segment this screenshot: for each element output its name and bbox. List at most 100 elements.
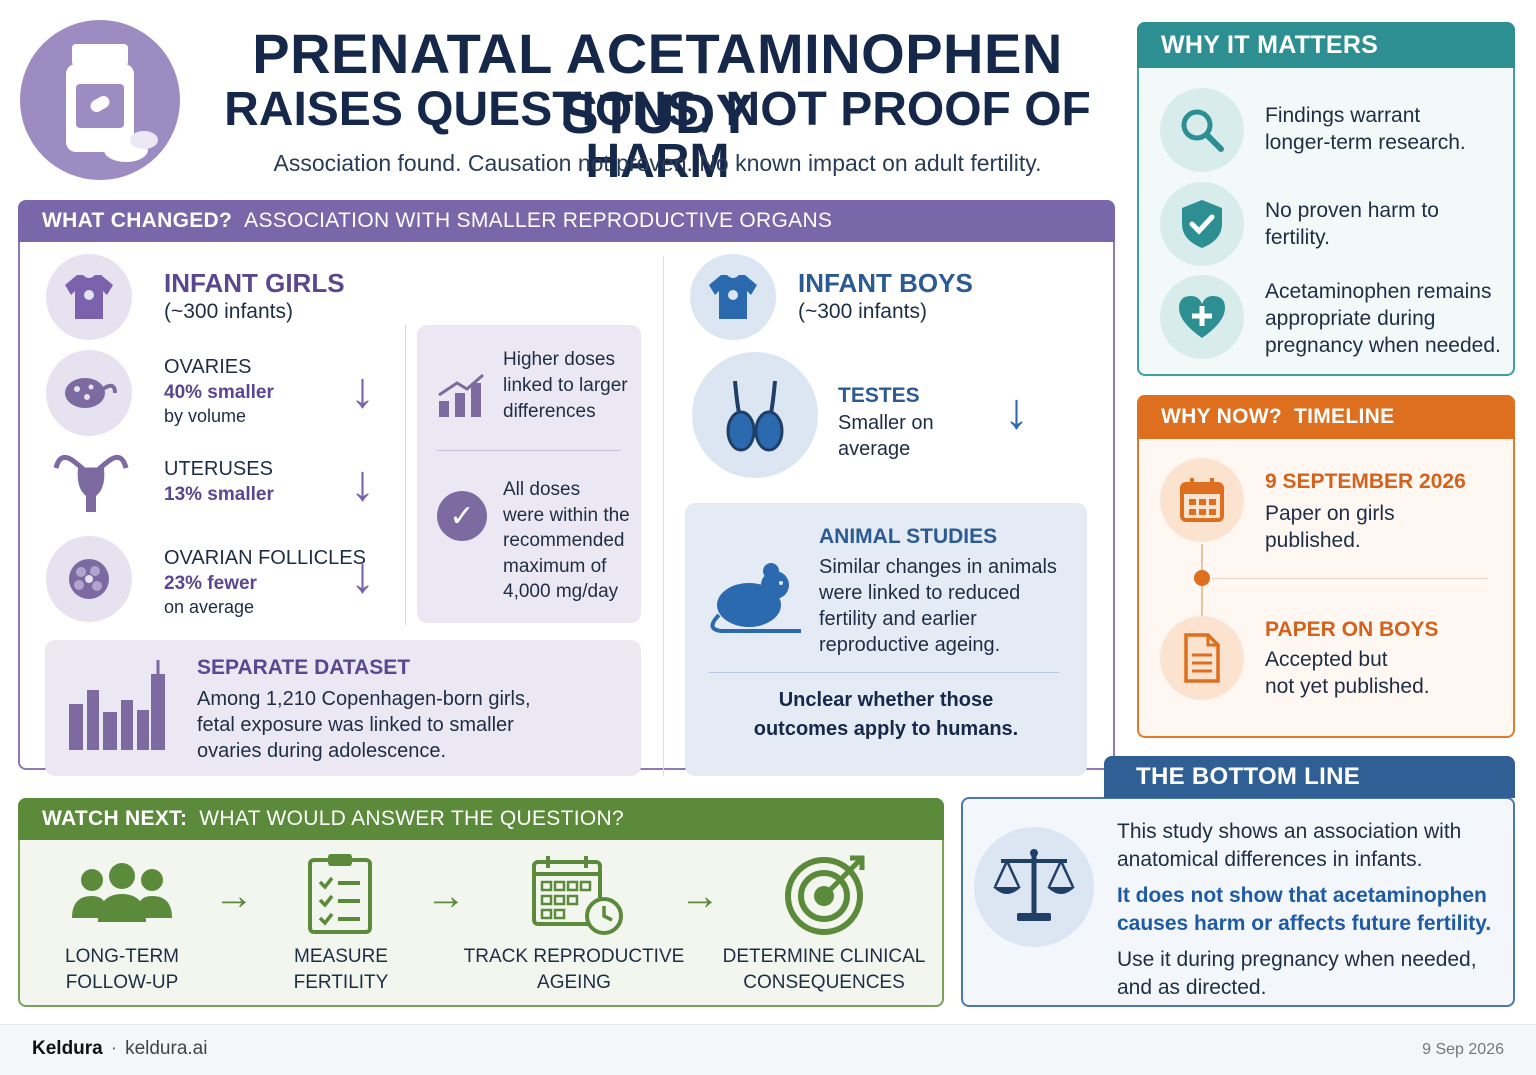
testes-title: TESTES [838, 384, 920, 407]
onesie-icon [65, 275, 113, 319]
footer-site-link[interactable]: keldura.ai [125, 1038, 208, 1059]
matters-2-line-2: fertility. [1265, 226, 1330, 249]
divider [709, 672, 1059, 673]
follicles-down-arrow-icon: ↓ [350, 547, 375, 603]
animal-line-1: Similar changes in animals [819, 556, 1057, 578]
animal-studies-box: ANIMAL STUDIES Similar changes in animal… [685, 503, 1087, 776]
matters-3-line-3: pregnancy when needed. [1265, 334, 1501, 357]
bottom-line-p2-line-2: causes harm or affects future fertility. [1117, 912, 1492, 935]
follicles-name: OVARIAN FOLLICLES [164, 547, 366, 569]
page-title-line-1: PRENATAL ACETAMINOPHEN STUDY [252, 22, 1063, 145]
bottom-line-p3-line-2: and as directed. [1117, 976, 1267, 999]
city-skyline-icon [69, 660, 165, 750]
checkmark-icon: ✓ [437, 491, 487, 541]
uterus-badge [50, 448, 132, 518]
matters-1-line-1: Findings warrant [1265, 104, 1421, 127]
animal-caveat-line-1: Unclear whether those [778, 689, 994, 711]
testes-down-arrow-icon: ↓ [1004, 383, 1029, 439]
step-2-line-1: MEASURE [294, 946, 388, 967]
divider [1212, 578, 1488, 579]
scales-badge [974, 827, 1094, 947]
testes-badge [692, 352, 818, 478]
calendar-clock-icon [532, 856, 623, 935]
dose-higher-line-3: differences [503, 401, 596, 422]
boys-onesie-badge [690, 254, 776, 340]
step-arrow-icon: → [214, 874, 254, 918]
people-group-icon [72, 863, 172, 922]
timeline-dot [1194, 570, 1210, 586]
step-2-line-2: FERTILITY [293, 972, 389, 993]
scales-of-justice-icon [993, 849, 1075, 921]
dataset-line-1: Among 1,210 Copenhagen-born girls, [197, 688, 531, 710]
ovary-icon [65, 378, 117, 408]
target-icon [785, 855, 865, 935]
timeline-event-1-line-2: published. [1265, 529, 1361, 552]
watch-next-label: WATCH NEXT: [42, 807, 188, 830]
what-changed-heading: ASSOCIATION WITH SMALLER REPRODUCTIVE OR… [244, 209, 833, 232]
calendar-badge [1160, 458, 1244, 542]
hero-pill-bottle-badge [20, 20, 180, 180]
follicles-note: on average [164, 597, 255, 617]
dataset-line-2: fetal exposure was linked to smaller [197, 714, 514, 736]
uteruses-name: UTERUSES [164, 458, 273, 480]
magnifier-icon [1181, 109, 1224, 152]
step-3-line-2: AGEING [537, 972, 611, 993]
matters-2-line-1: No proven harm to [1265, 199, 1439, 222]
matters-3-line-1: Acetaminophen remains [1265, 280, 1492, 303]
why-now-heading: TIMELINE [1294, 405, 1395, 428]
animal-caveat-line-2: outcomes apply to humans. [753, 718, 1019, 740]
rising-bars-icon [438, 373, 484, 417]
mouse-icon [710, 563, 801, 633]
footer-date: 9 Sep 2026 [1422, 1041, 1504, 1058]
timeline-event-2-line-1: Accepted but [1265, 648, 1388, 671]
divider [437, 450, 621, 451]
bottom-line-header: THE BOTTOM LINE [1104, 756, 1515, 798]
testes-line-2: average [838, 438, 911, 460]
matters-1-line-2: longer-term research. [1265, 131, 1466, 154]
ovaries-note: by volume [164, 406, 247, 426]
bottom-line-p3-line-1: Use it during pregnancy when needed, [1117, 948, 1477, 971]
onesie-icon [709, 275, 757, 319]
uterus-icon [53, 454, 129, 512]
bottom-line-p1-line-2: anatomical differences in infants. [1117, 848, 1423, 871]
document-badge [1160, 616, 1244, 700]
dose-all-line-4: maximum of [503, 555, 607, 577]
dose-higher-line-2: linked to larger [503, 375, 628, 396]
dataset-line-3: ovaries during adolescence. [197, 740, 447, 762]
follicle-badge [46, 536, 132, 622]
footer: Keldura · keldura.ai 9 Sep 2026 [0, 1024, 1536, 1075]
testes-icon [726, 380, 784, 452]
uteruses-down-arrow-icon: ↓ [350, 455, 375, 511]
follicle-icon [69, 559, 109, 599]
heart-plus-icon [1179, 296, 1225, 338]
pill-bottle-icon [66, 44, 158, 162]
animal-line-2: were linked to reduced [819, 582, 1021, 604]
bottom-line-p2-line-1: It does not show that acetaminophen [1117, 884, 1487, 907]
dose-all-line-3: recommended [503, 530, 625, 551]
animal-title: ANIMAL STUDIES [819, 525, 998, 548]
boys-title: INFANT BOYS [798, 268, 973, 298]
animal-line-4: reproductive ageing. [819, 634, 1001, 656]
girls-onesie-badge [46, 254, 132, 340]
bottom-line-title: THE BOTTOM LINE [1136, 763, 1361, 790]
ovaries-stat: 40% smaller [164, 382, 274, 403]
step-4-line-1: DETERMINE CLINICAL [722, 946, 926, 967]
step-arrow-icon: → [426, 874, 466, 918]
why-it-matters-title: WHY IT MATTERS [1161, 30, 1379, 59]
shield-check-icon [1182, 200, 1222, 248]
watch-next-header: WATCH NEXT: WHAT WOULD ANSWER THE QUESTI… [18, 798, 944, 840]
girls-count: (~300 infants) [164, 300, 293, 323]
timeline-event-1-date: 9 SEPTEMBER 2026 [1265, 470, 1466, 493]
shield-badge [1160, 182, 1244, 266]
dose-higher-line-1: Higher doses [503, 349, 615, 370]
dose-box: Higher doses linked to larger difference… [417, 325, 641, 623]
step-3-line-1: TRACK REPRODUCTIVE [463, 946, 685, 967]
dose-all-line-5: 4,000 mg/day [503, 581, 619, 602]
girls-title: INFANT GIRLS [164, 268, 345, 298]
testes-line-1: Smaller on [838, 412, 934, 434]
watch-next-heading: WHAT WOULD ANSWER THE QUESTION? [199, 807, 624, 830]
ovary-badge [46, 350, 132, 436]
matters-3-line-2: appropriate during [1265, 307, 1436, 330]
what-changed-label: WHAT CHANGED? [42, 209, 233, 232]
step-1-line-2: FOLLOW-UP [65, 972, 179, 993]
